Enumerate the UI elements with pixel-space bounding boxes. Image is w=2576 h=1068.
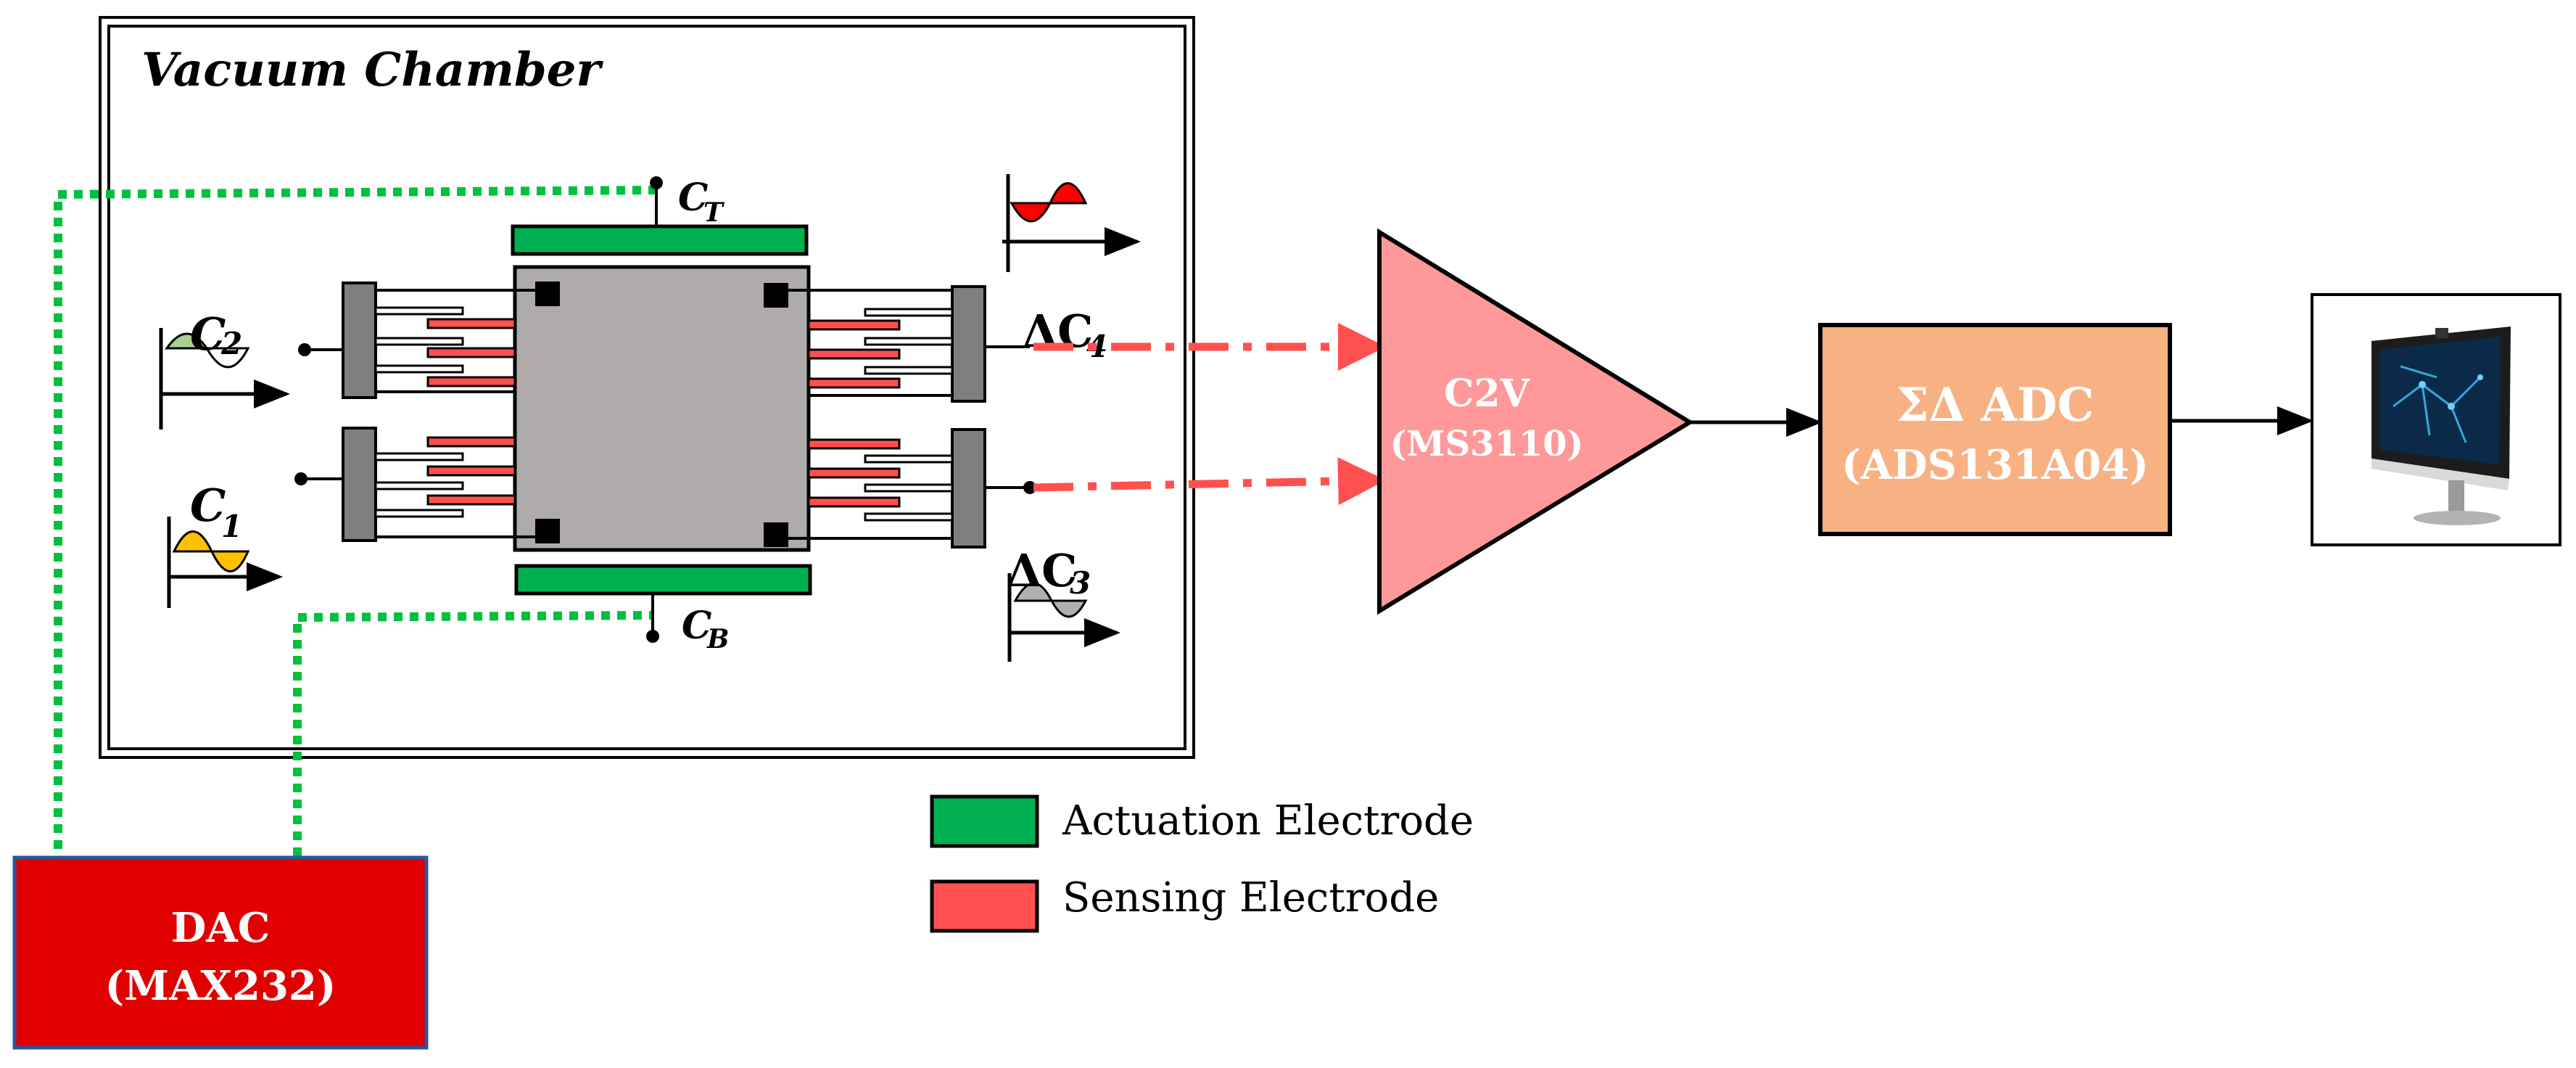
adc-name: ΣΔ ADC: [1896, 378, 2094, 432]
c2-waveform: C 2: [159, 308, 290, 430]
c2-label: C: [190, 308, 226, 361]
c1-sub: 1: [221, 509, 242, 544]
adc-part: (ADS131A04): [1841, 441, 2149, 489]
top-actuation-electrode: [511, 224, 809, 256]
c3-label: ΔC: [1007, 544, 1077, 597]
legend-label-sensing: Sensing Electrode: [1062, 874, 1439, 921]
c4-label-group: ΔC 4: [1023, 305, 1107, 364]
legend: Actuation Electrode Sensing Electrode: [930, 794, 1474, 933]
dac-block: DAC (MAX232): [12, 855, 429, 1050]
ct-sub: T: [703, 197, 724, 228]
c3-signal-arrow: [1033, 457, 1386, 506]
vacuum-chamber: Vacuum Chamber: [99, 16, 1195, 759]
left-lower-comb: [294, 427, 535, 542]
c2v-name: C2V: [1444, 371, 1531, 416]
right-upper-comb: [788, 285, 1030, 403]
corner-anchor-bl: [535, 519, 560, 543]
sense-signal-arrows: [1033, 323, 1386, 506]
proof-mass: [513, 265, 811, 552]
dac-name: DAC: [171, 904, 271, 952]
legend-label-actuation: Actuation Electrode: [1062, 797, 1474, 845]
adc-block: ΣΔ ADC (ADS131A04): [1818, 323, 2172, 536]
dac-to-bottom-electrode-wire: [293, 611, 653, 856]
dac-part: (MAX232): [105, 962, 337, 1010]
top-electrode-lead: C T: [650, 176, 724, 228]
c1-waveform: C 1: [167, 479, 283, 608]
corner-anchor-br: [764, 522, 788, 547]
c3-sub: 3: [1070, 565, 1091, 601]
vacuum-chamber-title: Vacuum Chamber: [141, 43, 603, 97]
computer-monitor-icon: [2371, 326, 2511, 525]
ct-label: C: [678, 176, 708, 220]
ct-waveform: [1002, 174, 1141, 272]
right-lower-comb: [788, 428, 1036, 549]
legend-swatch-actuation: [930, 794, 1039, 848]
bottom-electrode-lead: C B: [646, 593, 729, 654]
c1-label: C: [190, 479, 226, 532]
c2v-amplifier: C2V (MS3110): [1377, 228, 1694, 615]
bottom-actuation-electrode: [514, 564, 812, 596]
cb-label: C: [682, 604, 711, 648]
corner-anchor-tl: [535, 282, 560, 306]
left-upper-comb: [298, 282, 535, 399]
c3-waveform: ΔC 3: [1007, 544, 1120, 662]
legend-swatch-sensing: [930, 879, 1039, 933]
c2v-part: (MS3110): [1390, 424, 1584, 464]
dac-to-top-electrode-wire: [54, 186, 657, 849]
corner-anchor-tr: [764, 283, 788, 308]
dac-wires: [54, 186, 657, 856]
cb-sub: B: [706, 624, 729, 654]
computer-block: [2311, 293, 2561, 546]
c2-sub: 2: [220, 326, 242, 361]
